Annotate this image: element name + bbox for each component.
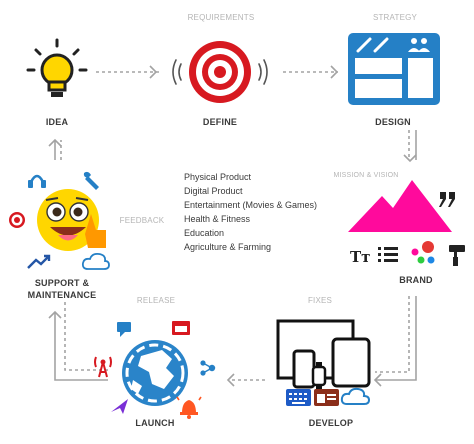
target-icon (172, 41, 268, 103)
product-categories-list: Physical Product Digital Product Enterta… (184, 170, 317, 254)
mountain-logo-icon (348, 180, 452, 232)
arrow-into-develop (373, 373, 382, 387)
brand-icon-group: Tт (348, 180, 465, 266)
flow-label-feedback: FEEDBACK (119, 216, 165, 225)
flow-label-mission-vision: MISSION & VISION (333, 172, 399, 179)
connector-brand-develop (375, 296, 410, 373)
wireframe-icon (348, 33, 440, 105)
category-item: Physical Product (184, 172, 252, 182)
stage-label-develop: DEVELOP (308, 418, 354, 428)
small-cloud-icon (81, 252, 110, 270)
arrow-into-idea (48, 138, 62, 147)
window-icon (172, 321, 190, 335)
category-item: Digital Product (184, 186, 243, 196)
stage-label-brand: BRAND (399, 275, 433, 285)
small-target-icon (9, 212, 25, 228)
devices-icon (276, 319, 371, 406)
trend-up-icon (27, 254, 51, 269)
paper-plane-icon (111, 399, 128, 414)
arrow-into-support (48, 310, 62, 319)
stage-label-idea: IDEA (45, 117, 69, 127)
globe-icon (122, 340, 188, 406)
paint-roller-icon (449, 245, 465, 266)
typography-icon: Tт (350, 248, 370, 266)
stage-label-define: DEFINE (202, 117, 238, 127)
quote-icon (439, 192, 455, 207)
bell-icon (176, 396, 202, 419)
arrow-into-brand (403, 154, 417, 163)
support-satellite-icons (9, 171, 110, 270)
flow-label-requirements: REQUIREMENTS (187, 13, 255, 22)
stage-label-support-line1: SUPPORT & (34, 278, 90, 288)
cloud-icon (340, 387, 371, 405)
stage-label-design: DESIGN (375, 117, 411, 127)
list-icon (378, 247, 398, 262)
launch-satellite-icons (94, 321, 216, 419)
arrow-into-define (149, 65, 158, 79)
connector-launch-support (64, 300, 108, 371)
chat-icon (117, 322, 131, 337)
antenna-icon (94, 356, 112, 378)
emoji-face-icon (37, 189, 106, 251)
color-dots-icon (411, 241, 435, 264)
category-item: Agriculture & Farming (184, 242, 272, 252)
category-item: Entertainment (Movies & Games) (184, 200, 318, 210)
lightbulb-icon (26, 38, 88, 97)
browser-window-icon (314, 389, 339, 406)
stage-label-support-line2: MAINTENANCE (27, 290, 97, 300)
stage-label-support: SUPPORT & MAINTENANCE (12, 277, 112, 301)
arrow-into-launch (226, 373, 235, 387)
category-item: Health & Fitness (184, 214, 251, 224)
flow-label-release: RELEASE (136, 296, 176, 305)
keyboard-icon (286, 389, 311, 406)
flow-label-strategy: STRATEGY (372, 13, 418, 22)
connectors (60, 71, 410, 381)
arrowheads (48, 65, 417, 387)
category-item: Education (184, 228, 225, 238)
wrench-icon (83, 171, 99, 190)
arrow-into-design (330, 65, 339, 79)
flow-label-fixes: FIXES (307, 296, 333, 305)
stage-label-launch: LAUNCH (135, 418, 175, 428)
